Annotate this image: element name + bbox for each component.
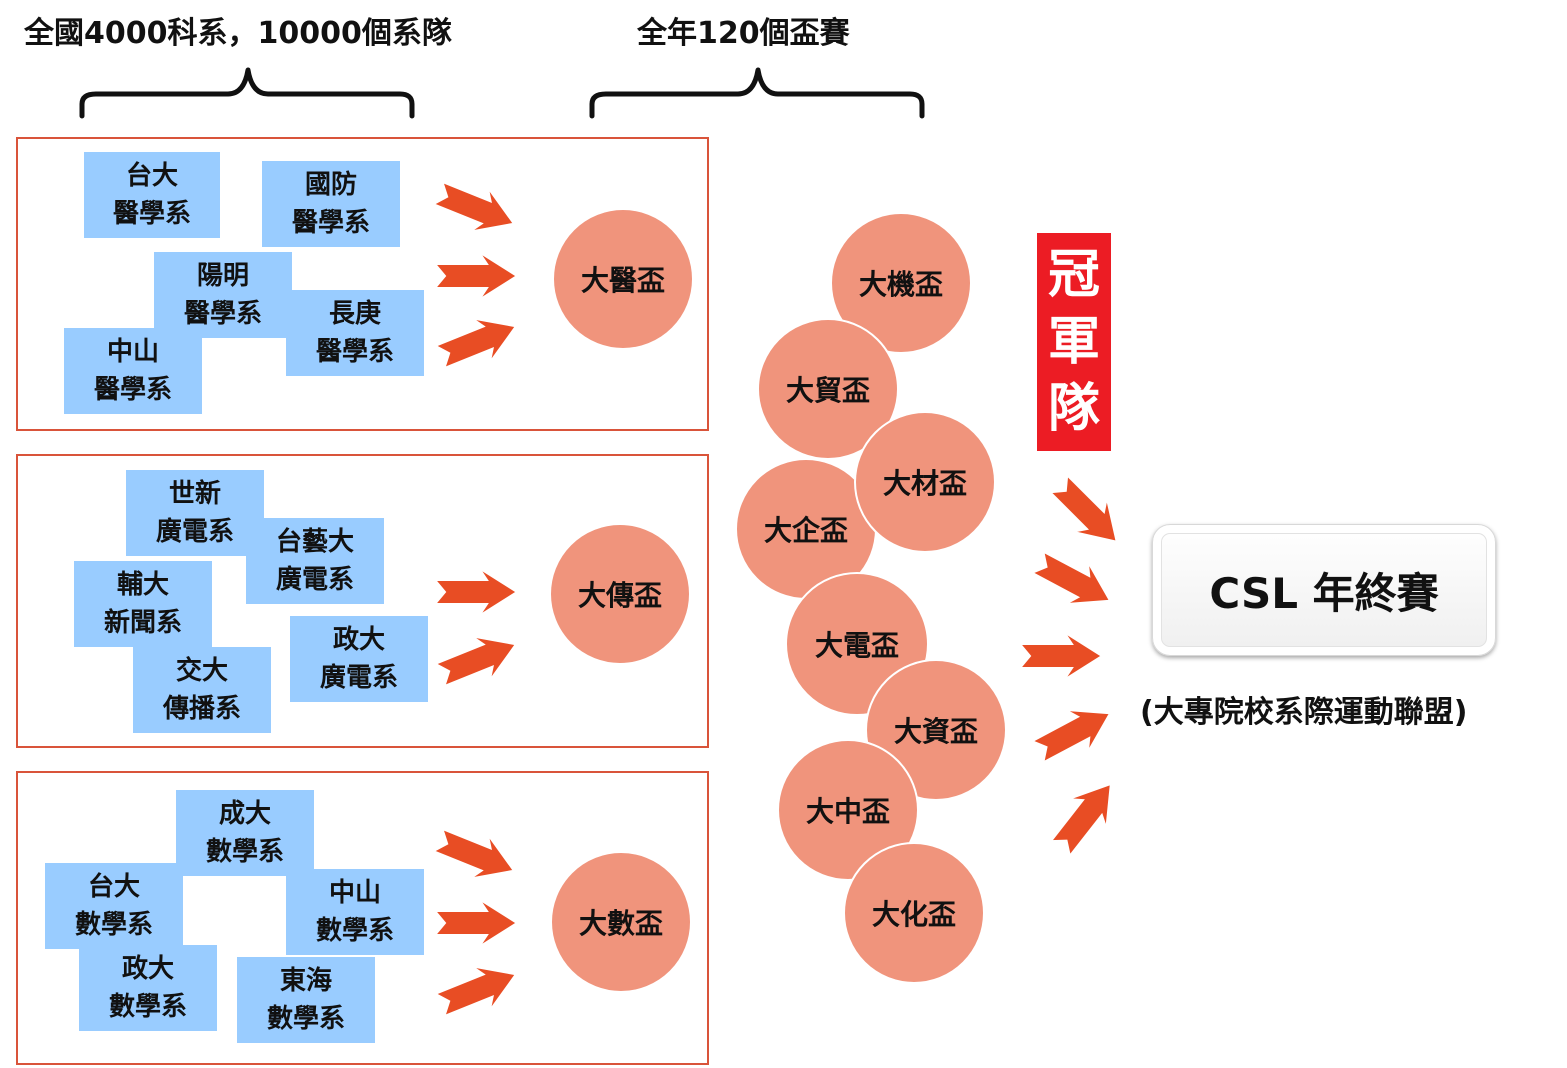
department-card: 中山醫學系 <box>64 328 202 414</box>
department-card: 東海數學系 <box>237 957 375 1043</box>
department-card: 世新廣電系 <box>126 470 264 556</box>
department-card: 國防醫學系 <box>262 161 400 247</box>
math-group-box <box>16 771 709 1065</box>
arrow-icon <box>431 180 516 233</box>
department-card: 台大數學系 <box>45 863 183 949</box>
department-card: 輔大新聞系 <box>74 561 212 647</box>
department-card: 長庚醫學系 <box>286 290 424 376</box>
arrow-icon <box>1017 631 1104 681</box>
department-card: 成大數學系 <box>176 790 314 876</box>
cup-circle: 大資盃 <box>865 659 1007 801</box>
department-card: 政大廣電系 <box>290 616 428 702</box>
arrow-icon <box>1029 549 1112 606</box>
department-card: 陽明醫學系 <box>154 252 292 338</box>
cup-circle-medical: 大醫盃 <box>552 208 694 350</box>
year-end-final-box: CSL 年終賽 <box>1152 524 1496 656</box>
cup-circle: 大材盃 <box>854 411 996 553</box>
department-card: 中山數學系 <box>286 869 424 955</box>
communication-group-box <box>16 454 709 748</box>
arrow-icon <box>1048 473 1119 544</box>
medical-group-box <box>16 137 709 431</box>
cup-circle: 大貿盃 <box>757 318 899 460</box>
arrow-icon <box>432 898 519 948</box>
cups-brace <box>589 67 925 119</box>
cups-count-label: 全年120個盃賽 <box>637 16 850 51</box>
departments-count-label: 全國4000科系，10000個系隊 <box>24 16 452 51</box>
arrow-icon <box>432 567 519 617</box>
arrow-icon <box>431 827 516 880</box>
department-card: 交大傳播系 <box>133 647 271 733</box>
cup-circle-math: 大數盃 <box>550 851 692 993</box>
arrow-icon <box>432 251 519 301</box>
department-card: 台大醫學系 <box>84 152 220 238</box>
arrow-icon <box>433 965 518 1018</box>
cup-circle-communication: 大傳盃 <box>549 523 691 665</box>
arrow-icon <box>433 317 518 370</box>
arrow-icon <box>433 635 518 688</box>
department-card: 政大數學系 <box>79 945 217 1031</box>
arrow-icon <box>1029 708 1112 765</box>
league-name-label: (大專院校系際運動聯盟) <box>1140 695 1468 730</box>
champion-team-label: 冠 軍 隊 <box>1037 233 1111 451</box>
cup-circle: 大機盃 <box>830 212 972 354</box>
departments-brace <box>79 67 415 119</box>
arrow-icon <box>1048 782 1113 859</box>
cup-circle: 大化盃 <box>843 842 985 984</box>
department-card: 台藝大廣電系 <box>246 518 384 604</box>
